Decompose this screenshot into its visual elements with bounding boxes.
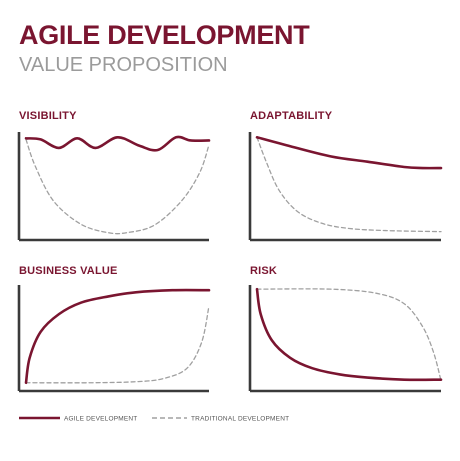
traditional-line-adaptability [256, 136, 442, 233]
page-title: AGILE DEVELOPMENT [19, 20, 310, 50]
traditional-line-business-value [25, 305, 210, 384]
chart-title-adaptability: ADAPTABILITY [250, 110, 333, 122]
chart-title-visibility: VISIBILITY [19, 110, 77, 122]
legend: AGILE DEVELOPMENT TRADITIONAL DEVELOPMEN… [19, 416, 289, 423]
traditional-line-risk [256, 288, 442, 382]
agile-line-visibility [24, 135, 211, 152]
chart-title-risk: RISK [250, 265, 277, 277]
chart-adaptability: ADAPTABILITY [248, 110, 443, 242]
chart-business-value: BUSINESS VALUE [17, 265, 211, 393]
traditional-line-visibility [25, 138, 210, 235]
legend-agile-label: AGILE DEVELOPMENT [64, 416, 137, 423]
chart-risk: RISK [248, 265, 443, 393]
legend-traditional-label: TRADITIONAL DEVELOPMENT [191, 416, 289, 423]
page-subtitle: VALUE PROPOSITION [19, 54, 228, 76]
agile-line-business-value [24, 288, 211, 385]
agile-line-adaptability [255, 136, 443, 170]
agile-line-risk [255, 287, 443, 382]
chart-visibility: VISIBILITY [17, 110, 211, 242]
chart-title-business-value: BUSINESS VALUE [19, 265, 118, 277]
